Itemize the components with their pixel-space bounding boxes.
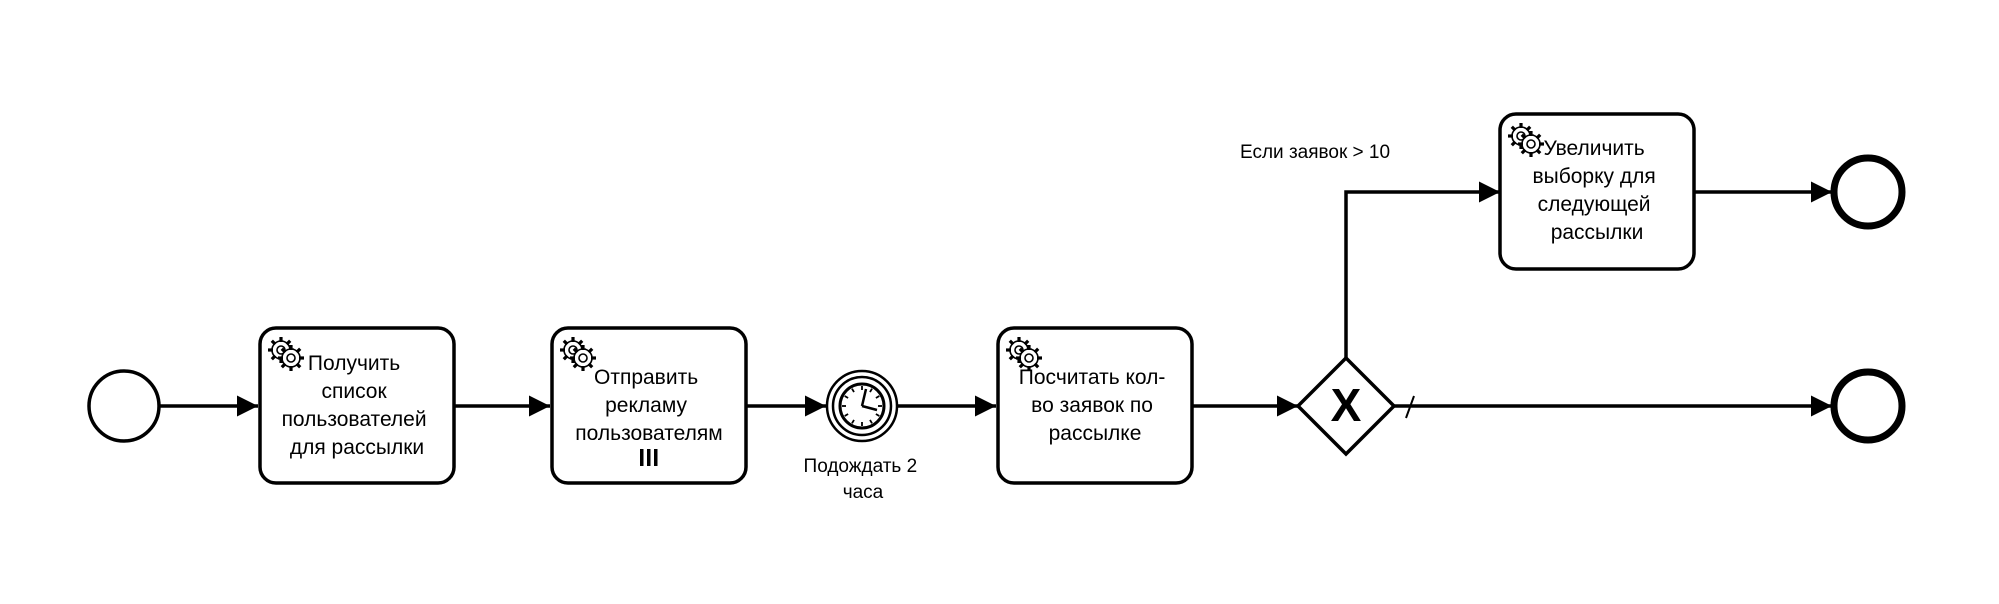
task-label-line: пользователям [575,422,722,445]
clock-icon [838,382,886,430]
task-label-line: Отправить [594,366,698,389]
timer-label-line: Подождать 2 [804,456,918,477]
task-increase-sample[interactable]: Увеличить выборку для следующей рассылки [1498,112,1696,271]
task-label-line: Получить [308,352,400,375]
task-send-ads[interactable]: Отправить рекламу пользователям [550,326,748,485]
task-label-line: пользователей [282,408,427,431]
timer-event[interactable]: Подождать 2 часа [804,369,923,503]
task-get-users[interactable]: Получить список пользователей для рассыл… [258,326,456,485]
task-label-line: Посчитать кол- [1019,366,1166,389]
svg-text:Получить список по: Получить список пользователей для рассыл… [282,352,433,459]
svg-text:Отправить рекламу: Отправить рекламу пользователям [575,366,722,445]
task-label-line: во заявок по [1031,394,1153,417]
task-label-line: список [321,380,387,403]
svg-text:Подождать 2 часа: Подождать 2 часа [804,456,923,503]
sequence-flows [160,181,1832,419]
flow-gateway-to-increase[interactable] [1344,181,1500,358]
task-count-requests[interactable]: Посчитать кол- во заявок по рассылке [996,326,1194,485]
start-event[interactable] [87,369,161,443]
task-label-line: для рассылки [290,436,424,459]
task-label-line: рекламу [605,394,687,417]
gear-icon [1516,129,1546,159]
parallel-multi-instance-icon [640,449,658,466]
end-event-lower[interactable] [1830,368,1906,444]
svg-text:Увеличить выборку для: Увеличить выборку для следующей рассылки [1532,137,1661,244]
default-flow-marker [1405,395,1415,419]
timer-label-line: часа [843,482,884,503]
task-label-line: рассылки [1551,221,1644,244]
end-event-upper[interactable] [1830,154,1906,230]
task-label-line: выборку для [1532,165,1655,188]
task-label-line: рассылке [1049,422,1142,445]
task-label-line: Увеличить [1543,137,1644,160]
condition-label: Если заявок > 10 [1240,142,1390,163]
gear-icon [568,343,598,373]
gateway-symbol: X [1331,379,1362,431]
svg-text:Посчитать кол- во заявок: Посчитать кол- во заявок по рассылке [1019,366,1171,445]
gear-icon [276,343,306,373]
task-label-line: следующей [1538,193,1651,216]
exclusive-gateway[interactable]: X [1295,355,1397,457]
